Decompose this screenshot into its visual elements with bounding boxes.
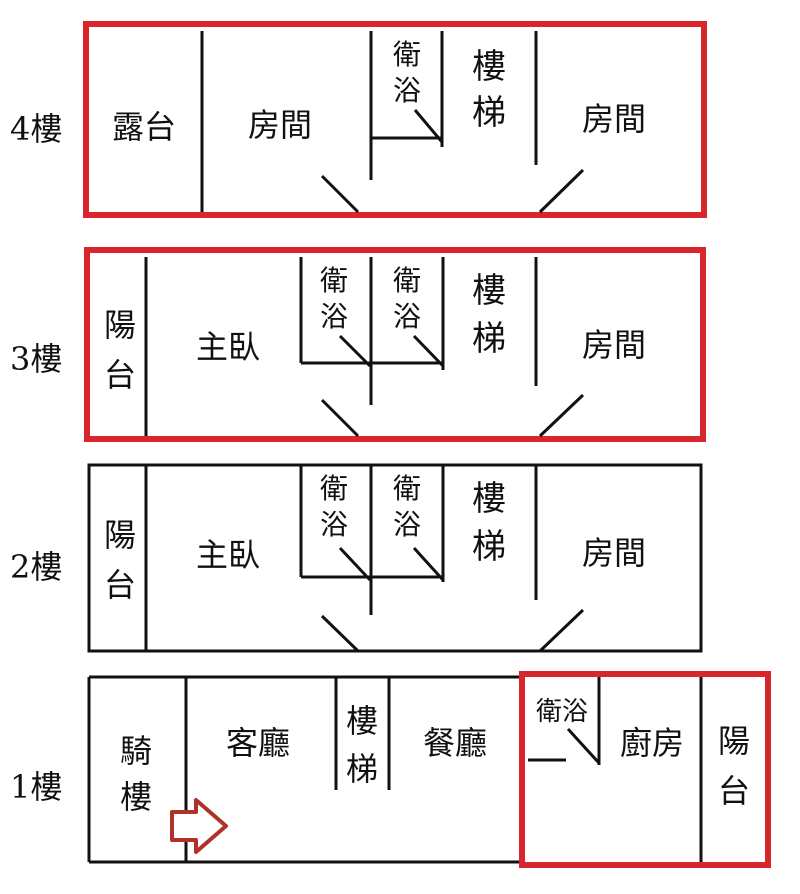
bath-label: 衛: [393, 38, 421, 71]
balcony-label: 台: [104, 356, 136, 394]
balcony-label: 陽: [104, 306, 136, 344]
balcony-label: 台: [718, 772, 750, 810]
floor-4-label: 4樓: [10, 110, 62, 148]
room-left: 房間: [248, 106, 312, 144]
arcade-label: 騎: [120, 732, 152, 770]
arcade-label: 樓: [120, 778, 152, 816]
stairs-label: 樓: [346, 702, 378, 740]
bath-a-label: 浴: [320, 508, 348, 541]
room-master: 主臥: [196, 328, 260, 366]
bath-label: 衛浴: [536, 697, 588, 727]
bath-a-label: 浴: [320, 300, 348, 333]
floor-2-label: 2樓: [10, 548, 62, 586]
room-terrace: 露台: [112, 108, 176, 146]
room-kitchen: 廚房: [620, 724, 684, 762]
stairs-label: 梯: [472, 319, 506, 359]
stairs-label: 樓: [472, 271, 506, 311]
bath-a-label: 衛: [320, 472, 348, 505]
balcony-label: 陽: [104, 516, 136, 554]
bath-b-label: 浴: [393, 300, 421, 333]
floor-3-walls: [144, 257, 585, 438]
floor-1: 1樓 騎 樓 客廳 樓 梯 餐廳 衛浴 廚房 陽 台: [10, 671, 771, 868]
room-right: 房間: [582, 100, 646, 138]
room-master: 主臥: [196, 536, 260, 574]
bath-b-label: 浴: [393, 508, 421, 541]
bath-b-label: 衛: [393, 472, 421, 505]
floor-4-walls: [200, 31, 585, 214]
stairs-label: 梯: [472, 527, 506, 567]
floor-4: 4樓 露台 房間 衛 浴 樓 梯 房間: [10, 21, 707, 218]
floor-2-walls: [144, 465, 585, 653]
stairs-label: 樓: [472, 47, 506, 87]
room-right: 房間: [582, 326, 646, 364]
floor-3-highlight-frame: [84, 247, 706, 442]
bath-b-label: 衛: [393, 264, 421, 297]
floor-1-walls: [87, 675, 703, 864]
bath-a-label: 衛: [320, 264, 348, 297]
stairs-label: 梯: [472, 93, 506, 133]
floor-1-label: 1樓: [10, 768, 62, 806]
balcony-label: 台: [104, 566, 136, 604]
floor-2-frame: [87, 463, 703, 653]
entrance-arrow-icon: [170, 798, 228, 854]
room-right: 房間: [582, 534, 646, 572]
floor-2: 2樓 陽 台 主臥 衛 浴 衛 浴 樓 梯 房間: [10, 463, 703, 653]
floor-3: 3樓 陽 台 主臥 衛 浴 衛 浴 樓 梯 房間: [10, 247, 706, 442]
balcony-label: 陽: [718, 722, 750, 760]
room-dining: 餐廳: [423, 724, 487, 762]
floor-4-highlight-frame: [83, 21, 707, 218]
floor-1-highlight-frame: [519, 671, 771, 868]
stairs-label: 梯: [346, 750, 378, 788]
room-living: 客廳: [226, 724, 290, 762]
stairs-label: 樓: [472, 479, 506, 519]
floor-3-label: 3樓: [10, 340, 62, 378]
bath-label: 浴: [393, 74, 421, 107]
